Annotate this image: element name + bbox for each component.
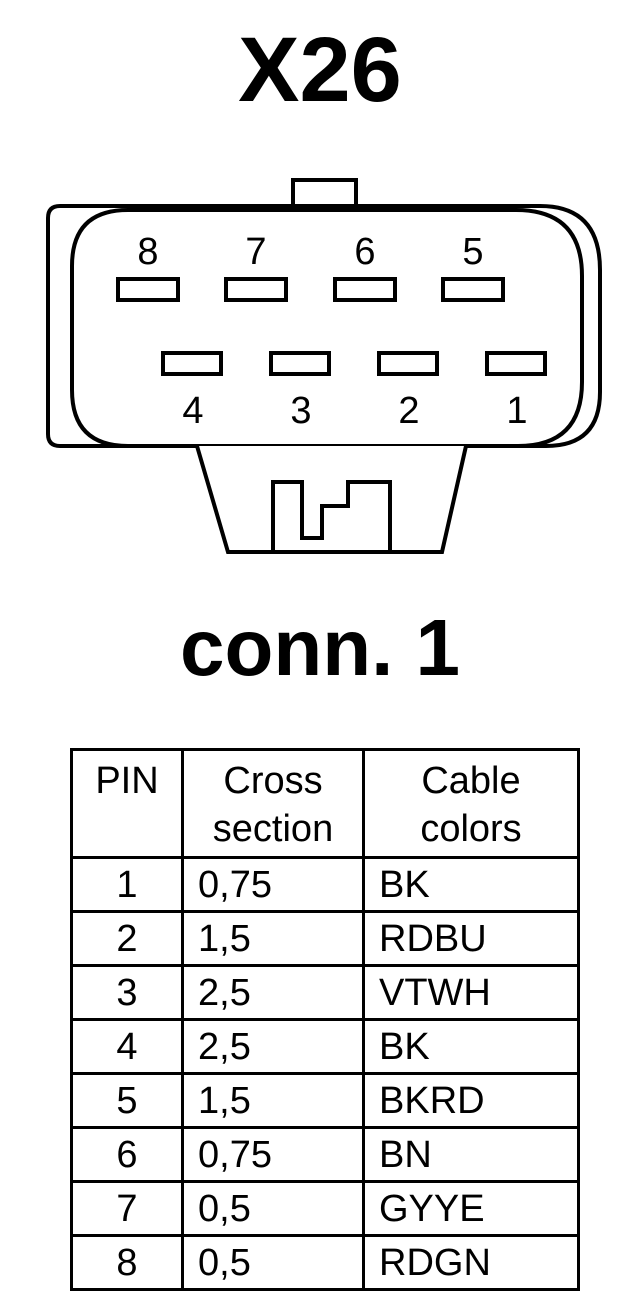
pin-label-7: 7 — [245, 231, 266, 273]
table-row: 7 0,5 GYYE — [70, 1180, 580, 1237]
connector-inner-face — [70, 208, 584, 448]
pin-slot-5 — [441, 277, 505, 302]
cell-pin: 7 — [70, 1180, 184, 1237]
cell-cable-color: VTWH — [362, 964, 580, 1021]
pin-label-8: 8 — [137, 231, 158, 273]
pin-label-1: 1 — [506, 390, 527, 432]
pin-label-2: 2 — [398, 390, 419, 432]
table-row: 5 1,5 BKRD — [70, 1072, 580, 1129]
cell-pin: 5 — [70, 1072, 184, 1129]
cell-pin: 3 — [70, 964, 184, 1021]
cell-cross-section: 1,5 — [181, 1072, 365, 1129]
header-pin-label: PIN — [95, 760, 159, 802]
cell-pin: 6 — [70, 1126, 184, 1183]
cell-pin: 4 — [70, 1018, 184, 1075]
header-cross-line1: Cross — [223, 760, 323, 802]
cell-cable-color: BN — [362, 1126, 580, 1183]
pinout-table: PIN Cross section Cable colors 1 0,75 BK… — [70, 748, 580, 1291]
cell-pin: 1 — [70, 856, 184, 913]
pin-slot-6 — [333, 277, 397, 302]
cell-cable-color: GYYE — [362, 1180, 580, 1237]
pin-slot-3 — [269, 351, 331, 376]
cell-cross-section: 2,5 — [181, 1018, 365, 1075]
header-cross-section: Cross section — [181, 748, 365, 859]
connector-diagram: 8 7 6 5 4 3 2 1 — [46, 178, 602, 554]
pin-label-5: 5 — [462, 231, 483, 273]
table-row: 6 0,75 BN — [70, 1126, 580, 1183]
table-row: 4 2,5 BK — [70, 1018, 580, 1075]
header-color-line1: Cable — [421, 760, 521, 802]
header-cross-line2: section — [212, 808, 334, 850]
connector-bottom-key — [195, 445, 468, 554]
cell-cable-color: BK — [362, 856, 580, 913]
cell-pin: 2 — [70, 910, 184, 967]
pin-slot-1 — [485, 351, 547, 376]
pin-label-4: 4 — [182, 390, 203, 432]
pin-slot-4 — [161, 351, 223, 376]
cell-cross-section: 2,5 — [181, 964, 365, 1021]
cell-cable-color: RDBU — [362, 910, 580, 967]
connector-title: X26 — [238, 19, 402, 121]
pin-slot-2 — [377, 351, 439, 376]
table-header-row: PIN Cross section Cable colors — [70, 748, 580, 859]
pin-label-3: 3 — [290, 390, 311, 432]
cell-pin: 8 — [70, 1234, 184, 1291]
pin-slot-8 — [116, 277, 180, 302]
table-row: 8 0,5 RDGN — [70, 1234, 580, 1291]
table-row: 3 2,5 VTWH — [70, 964, 580, 1021]
cell-cross-section: 0,75 — [181, 1126, 365, 1183]
cell-cable-color: BKRD — [362, 1072, 580, 1129]
cell-cable-color: RDGN — [362, 1234, 580, 1291]
header-pin: PIN — [70, 748, 184, 859]
connector-subtitle: conn. 1 — [179, 603, 461, 692]
header-color-line2: colors — [420, 808, 522, 850]
cell-cross-section: 0,5 — [181, 1234, 365, 1291]
cell-cross-section: 1,5 — [181, 910, 365, 967]
cell-cross-section: 0,75 — [181, 856, 365, 913]
connector-key-notch — [271, 480, 392, 552]
pin-label-6: 6 — [354, 231, 375, 273]
pin-slot-7 — [224, 277, 288, 302]
table-row: 1 0,75 BK — [70, 856, 580, 913]
cell-cross-section: 0,5 — [181, 1180, 365, 1237]
cell-cable-color: BK — [362, 1018, 580, 1075]
header-cable-colors: Cable colors — [362, 748, 580, 859]
table-row: 2 1,5 RDBU — [70, 910, 580, 967]
